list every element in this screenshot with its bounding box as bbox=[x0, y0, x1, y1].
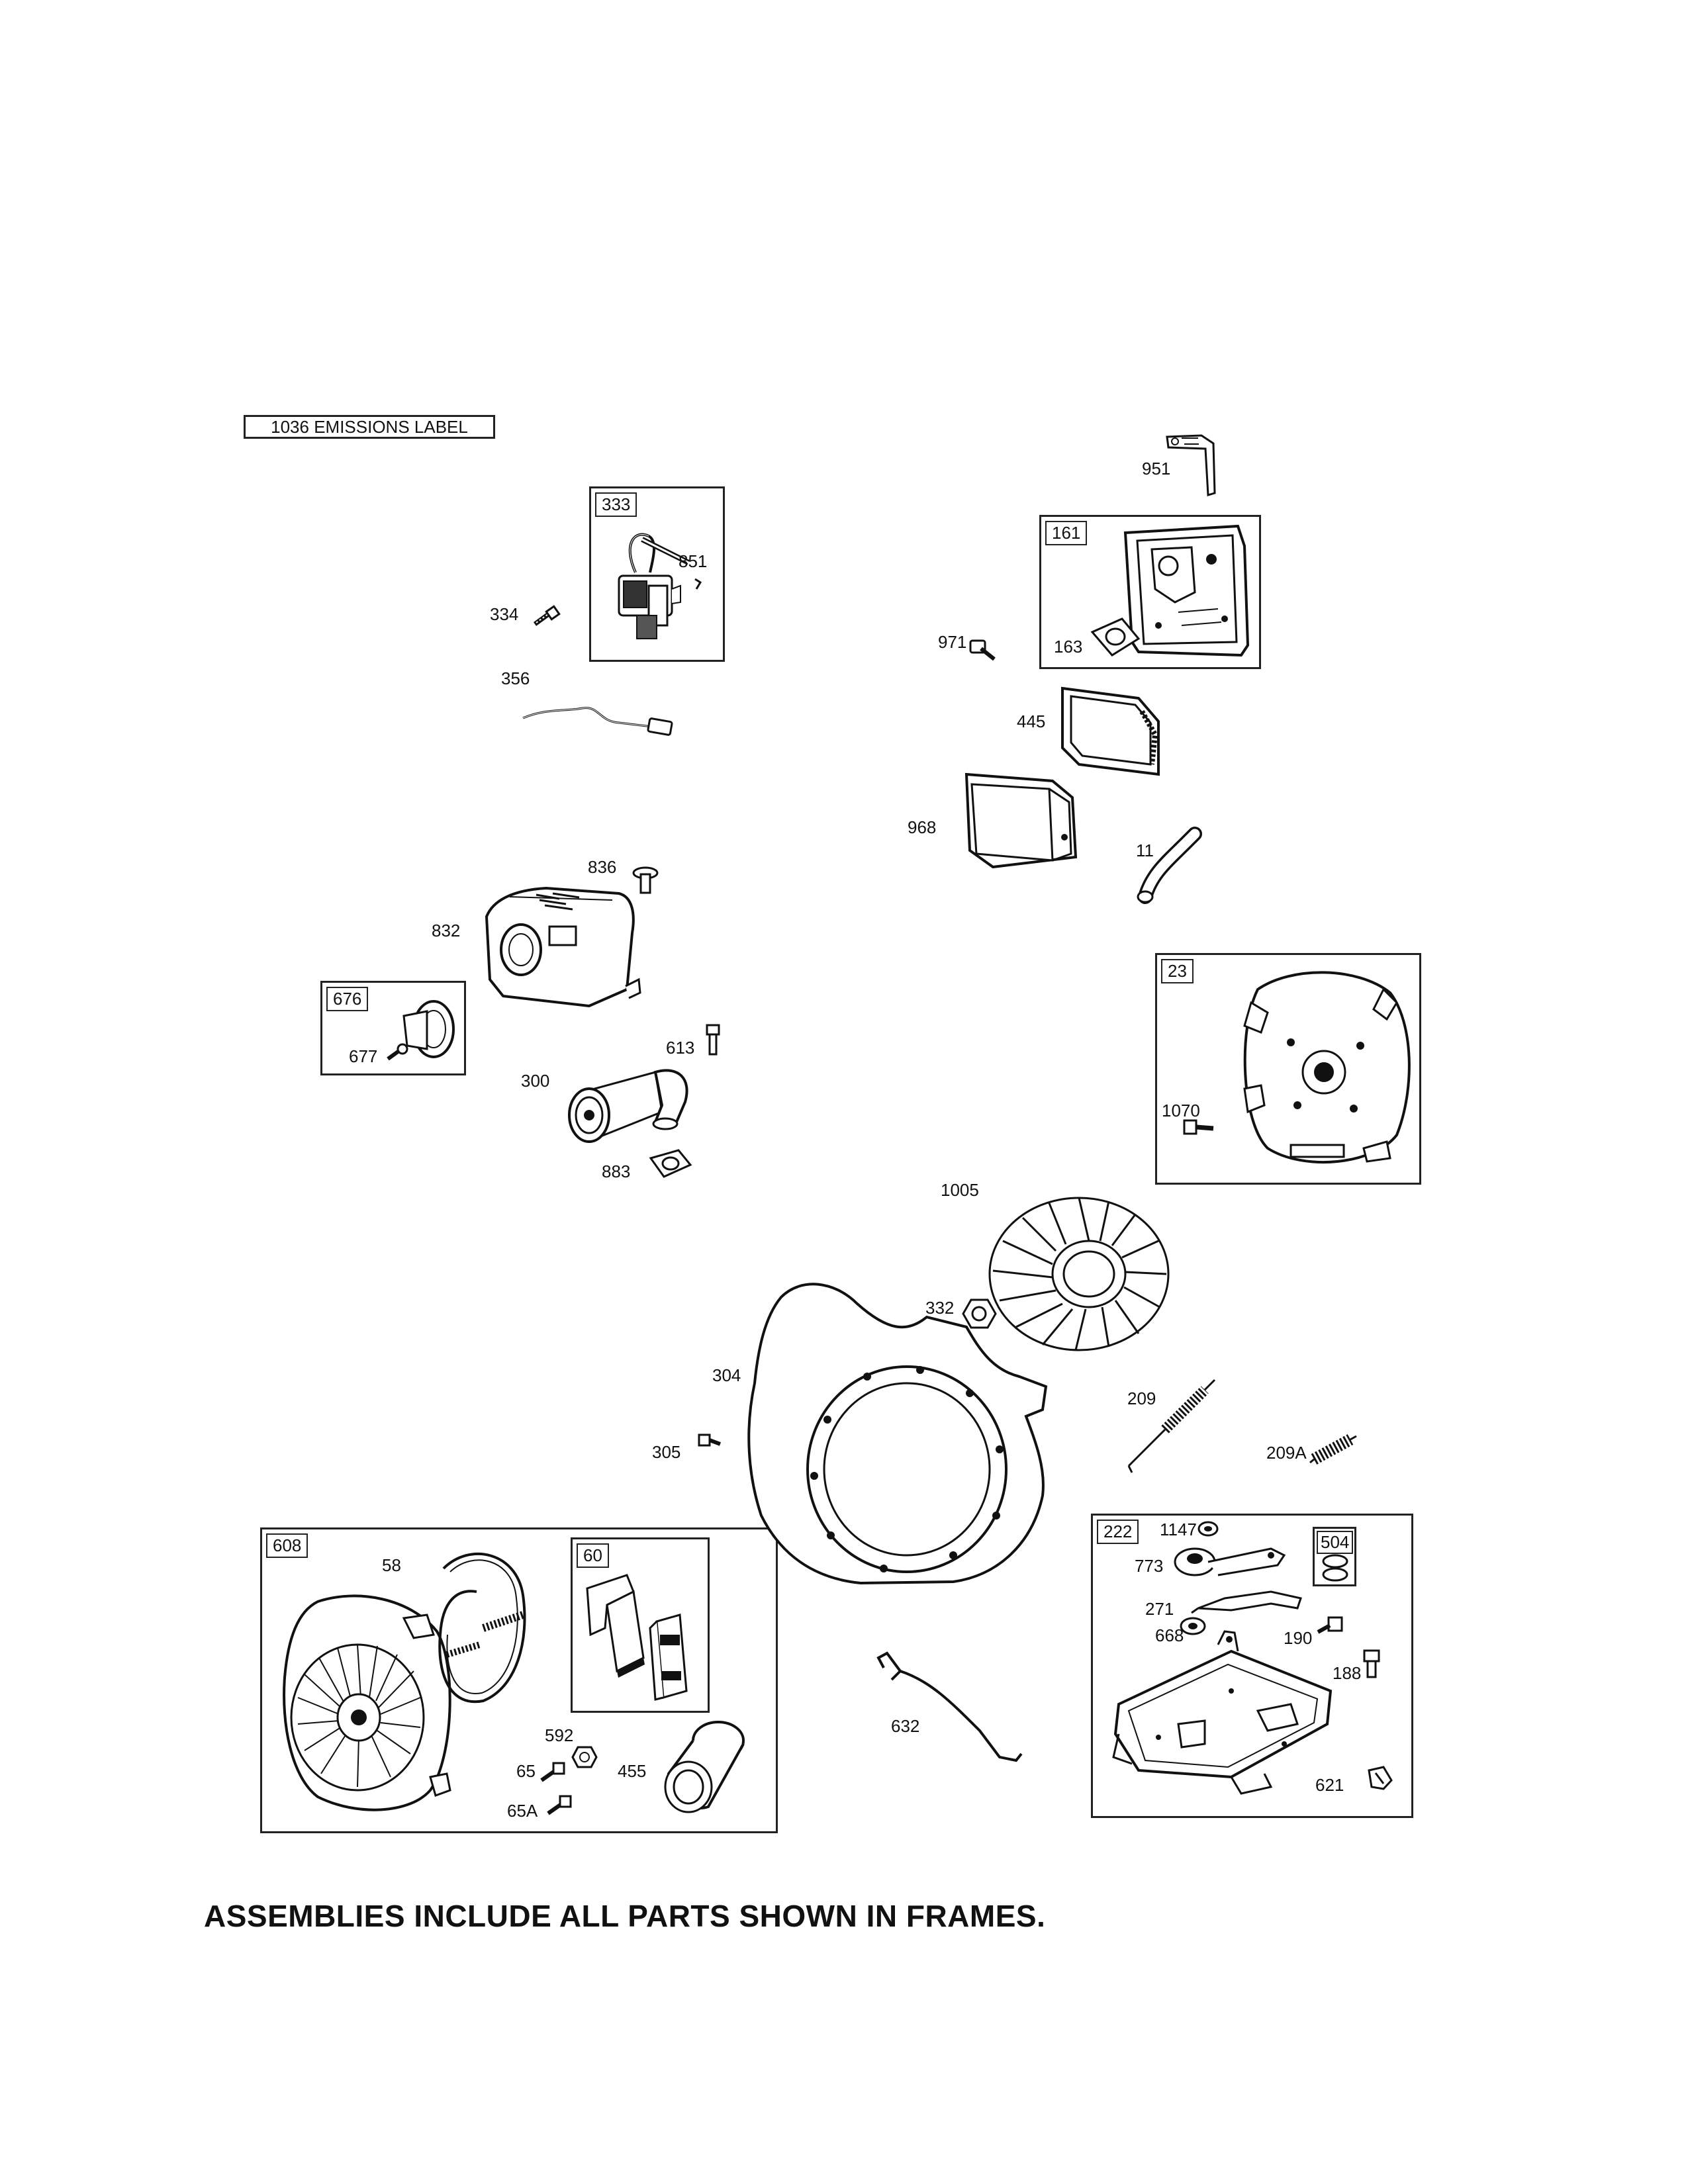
callout-190: 190 bbox=[1284, 1628, 1313, 1648]
callout-883: 883 bbox=[602, 1161, 631, 1181]
part-832-muffler-guard bbox=[473, 880, 645, 1026]
part-161-air-cleaner-base bbox=[1112, 520, 1258, 665]
callout-356: 356 bbox=[501, 668, 530, 688]
callout-1147: 1147 bbox=[1160, 1520, 1197, 1539]
part-455-starter-cup bbox=[655, 1714, 748, 1820]
part-304-blower-housing bbox=[741, 1277, 1059, 1588]
frame-504: 504 bbox=[1313, 1527, 1356, 1586]
callout-65A: 65A bbox=[507, 1801, 538, 1821]
callout-773: 773 bbox=[1135, 1556, 1164, 1576]
part-836-screw bbox=[629, 864, 662, 897]
part-1147-washer bbox=[1195, 1519, 1221, 1539]
part-632-governor-link bbox=[864, 1641, 1029, 1774]
frame-608: 608 bbox=[260, 1527, 778, 1833]
callout-968: 968 bbox=[908, 817, 937, 837]
part-883-gasket bbox=[645, 1145, 695, 1181]
callout-455: 455 bbox=[618, 1761, 647, 1781]
part-773-lever bbox=[1172, 1539, 1304, 1592]
frame-222: 222 bbox=[1091, 1514, 1413, 1818]
callout-1005: 1005 bbox=[941, 1180, 979, 1200]
callout-971: 971 bbox=[938, 632, 967, 652]
frame-676-tag: 676 bbox=[326, 987, 369, 1011]
callout-332: 332 bbox=[925, 1298, 955, 1318]
part-621-clip bbox=[1364, 1764, 1397, 1794]
part-58-starter-rope bbox=[417, 1529, 543, 1721]
part-445-air-filter bbox=[1053, 682, 1165, 781]
part-209-governor-spring bbox=[1119, 1373, 1225, 1479]
callout-58: 58 bbox=[382, 1555, 401, 1575]
frame-504-tag: 504 bbox=[1317, 1531, 1354, 1554]
part-504-spring-washer bbox=[1316, 1552, 1354, 1584]
callout-271: 271 bbox=[1145, 1599, 1174, 1619]
frame-60-tag: 60 bbox=[577, 1543, 609, 1568]
callout-188: 188 bbox=[1333, 1663, 1362, 1683]
frame-333: 333 bbox=[589, 486, 725, 662]
part-677-screw bbox=[384, 1042, 410, 1066]
part-23-blower-housing-plate bbox=[1231, 963, 1417, 1175]
frame-161: 161 bbox=[1039, 515, 1261, 669]
part-332-nut bbox=[961, 1296, 998, 1332]
callout-209A: 209A bbox=[1266, 1443, 1307, 1463]
frame-222-tag: 222 bbox=[1097, 1520, 1139, 1544]
part-60-starter-handle bbox=[577, 1569, 703, 1707]
callout-334: 334 bbox=[490, 604, 519, 624]
part-676-muffler-deflector bbox=[397, 999, 463, 1072]
frame-608-tag: 608 bbox=[266, 1533, 308, 1558]
callout-11: 11 bbox=[1136, 841, 1154, 860]
frame-60: 60 bbox=[571, 1537, 710, 1713]
frame-23-tag: 23 bbox=[1161, 959, 1194, 983]
part-11-breather-tube bbox=[1132, 821, 1211, 907]
part-613-screw bbox=[702, 1023, 725, 1059]
part-668-washer bbox=[1178, 1615, 1208, 1638]
part-65-screw bbox=[538, 1760, 567, 1787]
callout-305: 305 bbox=[652, 1442, 681, 1462]
part-592-nut bbox=[571, 1744, 598, 1770]
part-971-screw bbox=[966, 635, 1000, 668]
part-334-screw bbox=[530, 606, 563, 632]
callout-209: 209 bbox=[1127, 1388, 1156, 1408]
callout-851: 851 bbox=[679, 551, 708, 571]
callout-304: 304 bbox=[712, 1365, 741, 1385]
callout-668: 668 bbox=[1155, 1625, 1184, 1645]
part-222-control-bracket bbox=[1099, 1625, 1344, 1803]
part-305-screw bbox=[696, 1430, 723, 1456]
callout-65: 65 bbox=[516, 1761, 536, 1781]
callout-445: 445 bbox=[1017, 711, 1046, 731]
frame-676: 676 bbox=[320, 981, 466, 1075]
callout-951: 951 bbox=[1142, 459, 1171, 478]
frame-161-tag: 161 bbox=[1045, 521, 1088, 545]
callout-1070: 1070 bbox=[1162, 1101, 1200, 1120]
part-190-screw bbox=[1314, 1615, 1347, 1641]
part-163-gasket bbox=[1086, 615, 1145, 662]
callout-832: 832 bbox=[432, 921, 461, 940]
callout-613: 613 bbox=[666, 1038, 695, 1058]
part-333-ignition-armature bbox=[596, 523, 718, 655]
callout-836: 836 bbox=[588, 857, 617, 877]
frame-333-tag: 333 bbox=[595, 492, 637, 517]
part-209A-spring bbox=[1307, 1430, 1360, 1469]
part-300-muffler bbox=[556, 1052, 702, 1158]
emissions-label-box: 1036 EMISSIONS LABEL bbox=[244, 415, 495, 439]
part-271-bracket bbox=[1185, 1572, 1311, 1618]
part-1005-flywheel bbox=[980, 1191, 1178, 1363]
callout-632: 632 bbox=[891, 1716, 920, 1736]
frame-23: 23 bbox=[1155, 953, 1421, 1185]
callout-300: 300 bbox=[521, 1071, 550, 1091]
part-968-air-cleaner-cover bbox=[953, 761, 1092, 880]
callout-163: 163 bbox=[1054, 637, 1083, 657]
part-1070-screw bbox=[1182, 1115, 1218, 1145]
assemblies-note: ASSEMBLIES INCLUDE ALL PARTS SHOWN IN FR… bbox=[204, 1899, 1046, 1933]
part-188-screw bbox=[1360, 1648, 1383, 1681]
callout-592: 592 bbox=[545, 1725, 574, 1745]
part-65A-screw bbox=[544, 1794, 574, 1820]
callout-621: 621 bbox=[1315, 1775, 1344, 1795]
part-356-ground-wire bbox=[520, 688, 679, 741]
part-608-rewind-starter bbox=[278, 1585, 457, 1817]
part-951-lever bbox=[1162, 424, 1235, 503]
callout-677: 677 bbox=[349, 1046, 378, 1066]
